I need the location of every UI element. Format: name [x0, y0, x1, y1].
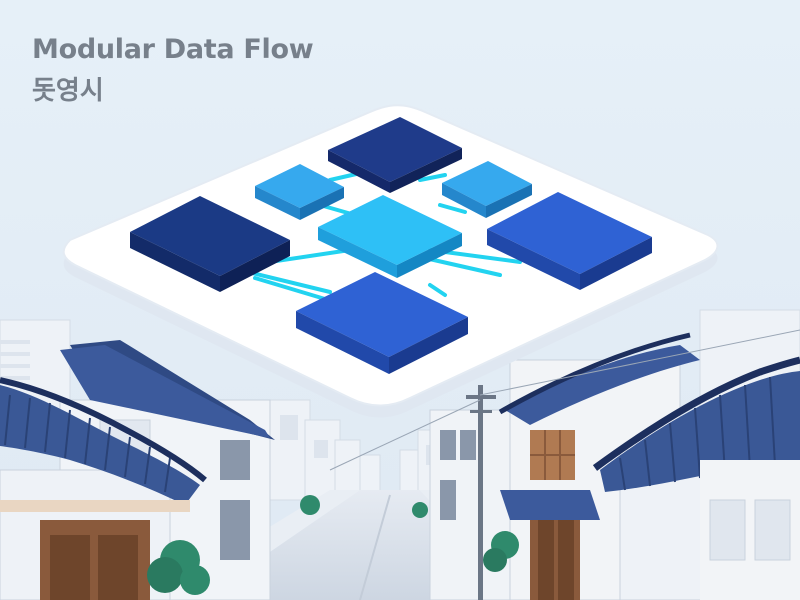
- block-left-navy: [130, 196, 290, 292]
- road-line: [359, 494, 391, 600]
- block-small-left-sky: [255, 164, 344, 220]
- connector-line-icon: [438, 203, 467, 214]
- block-right-royal: [487, 192, 652, 290]
- block-small-right-sky: [442, 161, 532, 218]
- block-top-navy: [328, 117, 462, 193]
- hanok-right: [300, 329, 800, 600]
- page-subtitle: 돗영시: [32, 76, 104, 106]
- connector-line-icon: [428, 283, 447, 297]
- connector-line-icon: [418, 173, 447, 182]
- page-title: Modular Data Flow: [32, 34, 314, 65]
- connector-line-icon: [423, 256, 502, 277]
- hanok-left: [0, 340, 275, 600]
- block-center-sky: [318, 195, 462, 278]
- block-bottom-royal: [296, 272, 468, 374]
